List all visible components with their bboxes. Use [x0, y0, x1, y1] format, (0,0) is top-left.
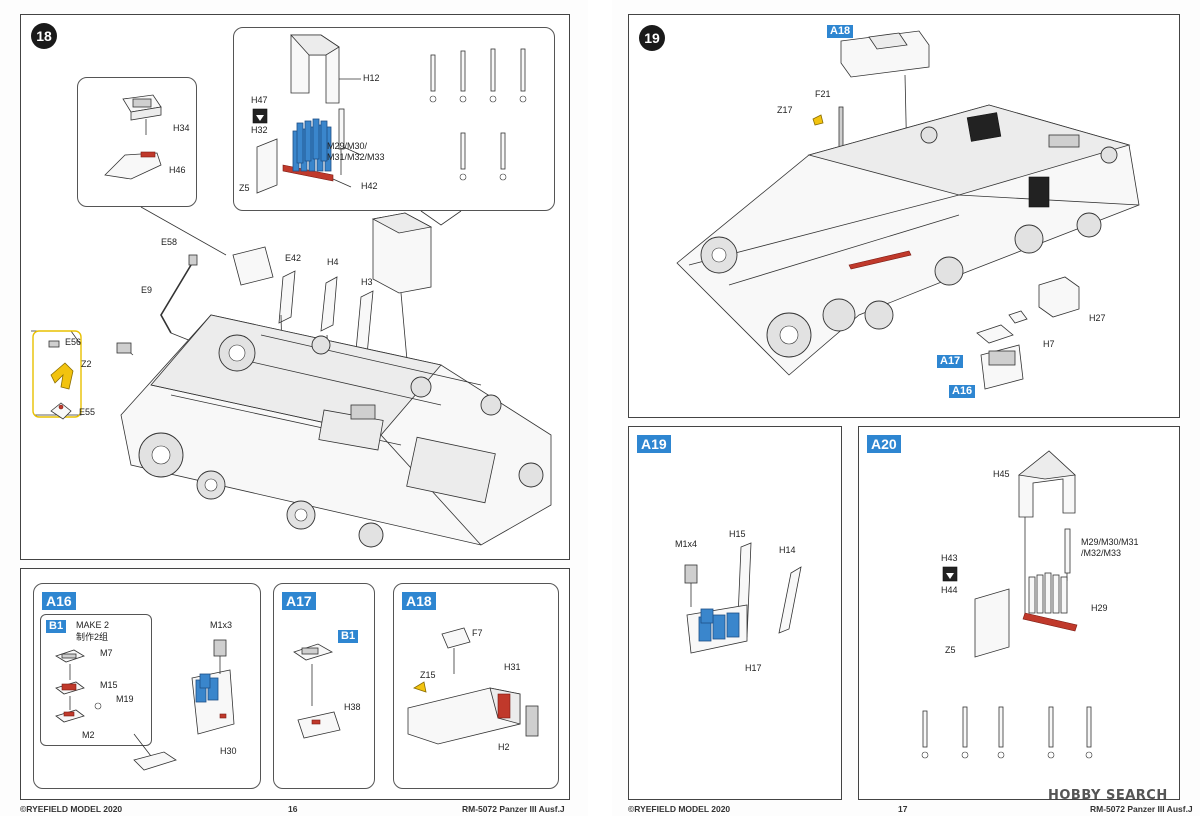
label-h2: H2	[498, 742, 510, 752]
label-ammo-types: M29/M30/ M31/M32/M33	[327, 141, 385, 162]
label-h42: H42	[361, 181, 378, 191]
callout-ammo-rack	[233, 27, 555, 211]
part-h12	[290, 34, 340, 104]
label-z5: Z5	[239, 183, 250, 193]
step-19-drawing	[676, 30, 1140, 390]
step-18-badge: 18	[31, 23, 57, 49]
part-radio-box	[371, 212, 433, 294]
step19-a17-tag: A17	[937, 355, 964, 368]
label-z15: Z15	[420, 670, 436, 680]
shell-variants	[429, 48, 527, 181]
a18-drawing	[407, 627, 539, 745]
a20-shell-variants	[921, 706, 1093, 759]
part-e56	[48, 340, 60, 348]
a16-tag: A16	[42, 592, 76, 610]
a16-drawing	[55, 639, 235, 771]
right-footer-model: RM-5072 Panzer III Ausf.J	[1090, 804, 1193, 814]
label-h4: H4	[327, 257, 339, 267]
label-m1x4: M1x4	[675, 539, 698, 549]
ammo-rack-blue	[282, 118, 334, 182]
label-h45: H45	[993, 469, 1010, 479]
part-e55	[50, 402, 72, 420]
step19-a16-tag: A16	[949, 385, 976, 398]
label-f7: F7	[472, 628, 483, 638]
label-e55: E55	[79, 407, 96, 417]
label-e9: E9	[141, 285, 153, 295]
part-e58	[188, 254, 198, 266]
label-m1x3: M1x3	[210, 620, 233, 630]
a20-tag: A20	[867, 435, 901, 453]
left-footer-model: RM-5072 Panzer III Ausf.J	[462, 804, 565, 814]
subassembly-panel-left: A16 B1 MAKE 2 制作2组 M7 M15	[20, 568, 570, 800]
hobby-search-watermark: HOBBY SEARCH	[1048, 788, 1168, 803]
a17-b1-tag: B1	[338, 630, 359, 643]
label-h43: H43	[941, 553, 958, 563]
label-h31: H31	[504, 662, 521, 672]
step-19-badge: 19	[639, 25, 665, 51]
label-h3: H3	[361, 277, 373, 287]
a20-panel: A20 H45 M	[858, 426, 1180, 800]
left-footer-page: 16	[288, 804, 298, 814]
label-e42: E42	[285, 253, 302, 263]
label-h7: H7	[1043, 339, 1055, 349]
a16-make-text: MAKE 2	[76, 620, 110, 630]
a17-drawing	[293, 643, 341, 739]
a19-panel: A19 M1x4 H15 H14 H17	[628, 426, 842, 800]
a19-tag: A19	[637, 435, 671, 453]
step-19-panel: 19 A18 A17 A16	[628, 14, 1180, 418]
label-h14: H14	[779, 545, 796, 555]
label-m19: M19	[116, 694, 134, 704]
a20-drawing	[921, 450, 1093, 759]
label-z2: Z2	[81, 359, 92, 369]
part-z2	[50, 362, 74, 390]
left-footer-copyright: ©RYEFIELD MODEL 2020	[20, 804, 123, 814]
part-h7	[1008, 310, 1028, 324]
label-m7: M7	[100, 648, 113, 658]
label-h46: H46	[169, 165, 186, 175]
label-h32: H32	[251, 125, 268, 135]
label-a20-z5: Z5	[945, 645, 956, 655]
label-h47: H47	[251, 95, 268, 105]
a18-tag: A18	[402, 592, 436, 610]
part-e42	[278, 270, 296, 324]
hull-chassis	[120, 314, 552, 548]
a19-drawing	[684, 542, 802, 654]
label-h12: H12	[363, 73, 380, 83]
a16-make-cn-text: 制作2组	[76, 632, 109, 642]
part-h4	[320, 276, 338, 332]
label-h15: H15	[729, 529, 746, 539]
right-footer-page: 17	[898, 804, 908, 814]
a17-tag: A17	[282, 592, 316, 610]
label-e58: E58	[161, 237, 178, 247]
part-h27	[1038, 276, 1080, 318]
label-m15: M15	[100, 680, 118, 690]
label-h38: H38	[344, 702, 361, 712]
label-h44: H44	[941, 585, 958, 595]
a17-box: A17 B1 H38	[273, 583, 375, 789]
a16-make2-box	[40, 614, 152, 746]
step-18-panel: 18	[20, 14, 570, 560]
part-e42-box	[232, 246, 274, 286]
label-h29: H29	[1091, 603, 1108, 613]
step-18-drawing	[31, 34, 552, 548]
a16-b1-tag: B1	[46, 620, 67, 633]
label-h27: H27	[1089, 313, 1106, 323]
label-a20-ammo-types: M29/M30/M31 /M32/M33	[1081, 537, 1139, 558]
part-z5	[256, 138, 278, 194]
step19-a18-tag: A18	[827, 25, 854, 38]
label-h30: H30	[220, 746, 237, 756]
step19-hull	[676, 104, 1140, 376]
label-m2: M2	[82, 730, 95, 740]
label-e56: E56	[65, 337, 82, 347]
right-footer-copyright: ©RYEFIELD MODEL 2020	[628, 804, 731, 814]
part-h46	[104, 151, 162, 180]
a16-box: A16 B1 MAKE 2 制作2组 M7 M15	[33, 583, 261, 789]
a18-box: A18 F7 Z15 H31 H2	[393, 583, 559, 789]
label-h34: H34	[173, 123, 190, 133]
label-h17: H17	[745, 663, 762, 673]
part-h34	[122, 94, 162, 121]
label-f21: F21	[815, 89, 831, 99]
label-z17: Z17	[777, 105, 793, 115]
